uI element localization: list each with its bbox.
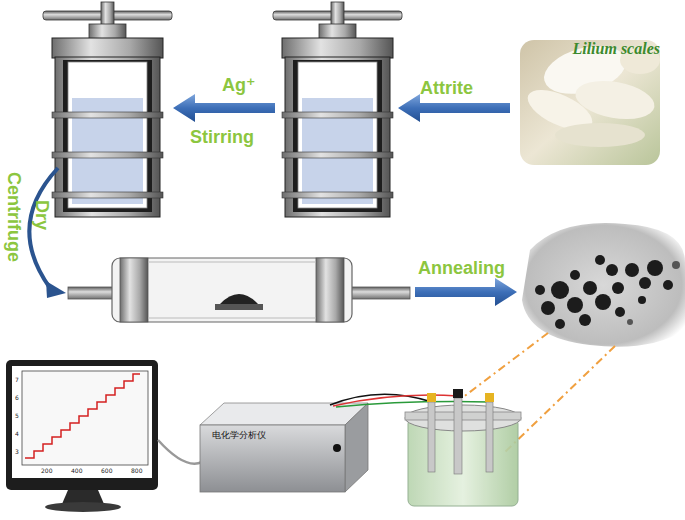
node-text: 电化学分析仪: [212, 431, 266, 441]
axis-tick: 4: [15, 430, 19, 437]
axis-tick: 5: [15, 412, 19, 419]
axis-tick: 3: [15, 448, 19, 455]
step-label: Ag⁺: [222, 74, 256, 96]
node-text: Lilium scales: [572, 40, 660, 58]
axis-tick: 400: [71, 467, 82, 474]
step-label: Dry: [31, 200, 52, 230]
axis-tick: 800: [131, 467, 142, 474]
step-label: Attrite: [420, 78, 473, 99]
axis-tick: 200: [41, 467, 52, 474]
axis-tick: 7: [15, 376, 19, 383]
step-label: Centrifuge: [3, 172, 24, 262]
step-label: Annealing: [418, 258, 505, 279]
electrochemical-analyzer: 电化学分析仪: [200, 425, 345, 492]
axis-tick: 600: [101, 467, 112, 474]
step-label: Stirring: [190, 127, 254, 148]
axis-tick: 6: [15, 394, 19, 401]
lilium-photo: Lilium scales: [520, 40, 660, 165]
